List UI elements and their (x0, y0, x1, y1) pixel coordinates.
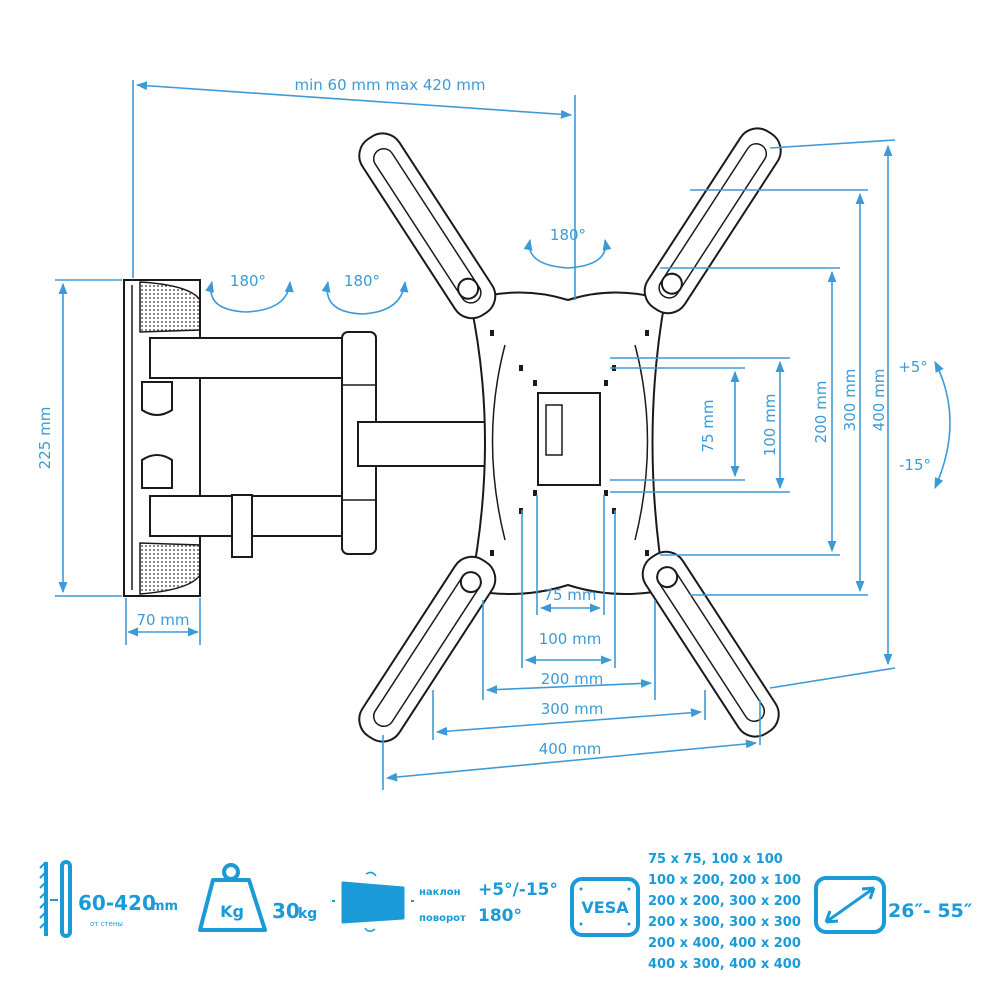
wall-plate-width-label: 70 mm (136, 611, 189, 629)
tilt-up-label: +5° (898, 358, 928, 376)
vesa-icon: VESA (570, 877, 640, 937)
vesa-label: VESA (581, 898, 629, 917)
weight-value: 30 (272, 899, 300, 923)
screen-diagonal-icon (814, 876, 886, 934)
distance-note: от стены (90, 920, 123, 928)
horizontal-75-label: 75 mm (543, 586, 596, 604)
vesa-item: 400 x 300, 400 x 400 (648, 957, 801, 972)
horizontal-400-label: 400 mm (539, 740, 602, 758)
wall-plate (123, 279, 201, 597)
vesa-item: 100 x 200, 200 x 100 (648, 873, 801, 888)
vesa-item: 200 x 400, 400 x 200 (648, 936, 801, 951)
distance-value: 60-420 (78, 891, 156, 915)
spec-screen-size: 26″- 55″ (814, 876, 973, 934)
weight-icon-label: Kg (220, 902, 244, 921)
horizontal-200-label: 200 mm (541, 670, 604, 688)
tilt-label: наклон (419, 887, 461, 898)
vesa-item: 200 x 200, 300 x 200 (648, 894, 801, 909)
horizontal-vesa-dimensions: 75 mm 100 mm 200 mm 300 mm 400 mm (382, 495, 761, 790)
tilt-down-label: -15° (899, 456, 931, 474)
swivel-value: 180° (478, 906, 522, 926)
depth-dimension: min 60 mm max 420 mm (132, 76, 576, 300)
spec-tilt-swivel: наклон +5°/-15° поворот 180° (332, 871, 558, 932)
vertical-vesa-dimensions: 75 mm 100 mm 200 mm 300 mm 400 mm (610, 139, 896, 689)
tilt-value: +5°/-15° (478, 880, 558, 900)
vesa-list: 75 x 75, 100 x 100 100 x 200, 200 x 100 … (648, 852, 801, 972)
spec-weight: Kg 30 kg (198, 863, 317, 932)
weight-unit: kg (298, 906, 317, 922)
wall-plate-height-label: 225 mm (36, 407, 54, 470)
rotation-plate-label: 180° (550, 226, 586, 244)
wall-distance-icon (39, 860, 72, 938)
horizontal-300-label: 300 mm (541, 700, 604, 718)
spec-vesa: VESA 75 x 75, 100 x 100 100 x 200, 200 x… (570, 852, 801, 972)
rotation-arm-label: 180° (344, 272, 380, 290)
vesa-item: 75 x 75, 100 x 100 (648, 852, 783, 867)
spec-distance: 60-420 mm от стены (39, 860, 178, 938)
wall-plate-dimensions: 225 mm 70 mm (36, 279, 201, 645)
depth-range-label: min 60 mm max 420 mm (295, 76, 486, 94)
tv-plate (468, 291, 667, 595)
vertical-200-label: 200 mm (812, 381, 830, 444)
horizontal-100-label: 100 mm (539, 630, 602, 648)
rotation-wall-label: 180° (230, 272, 266, 290)
vertical-400-label: 400 mm (870, 369, 888, 432)
screen-size-label: 26″- 55″ (888, 900, 973, 922)
vertical-75-label: 75 mm (699, 399, 717, 452)
weight-icon: Kg (198, 863, 267, 932)
vertical-300-label: 300 mm (841, 369, 859, 432)
swing-arm (149, 331, 489, 558)
vesa-item: 200 x 300, 300 x 300 (648, 915, 801, 930)
distance-unit: mm (151, 899, 178, 914)
vesa-arms (358, 127, 782, 743)
vertical-100-label: 100 mm (761, 394, 779, 457)
tilt-indicator: +5° -15° (898, 358, 951, 490)
tv-tilt-icon (332, 871, 414, 932)
rotation-indicators: 180° 180° 180° (205, 226, 612, 315)
swivel-label: поворот (419, 913, 466, 924)
